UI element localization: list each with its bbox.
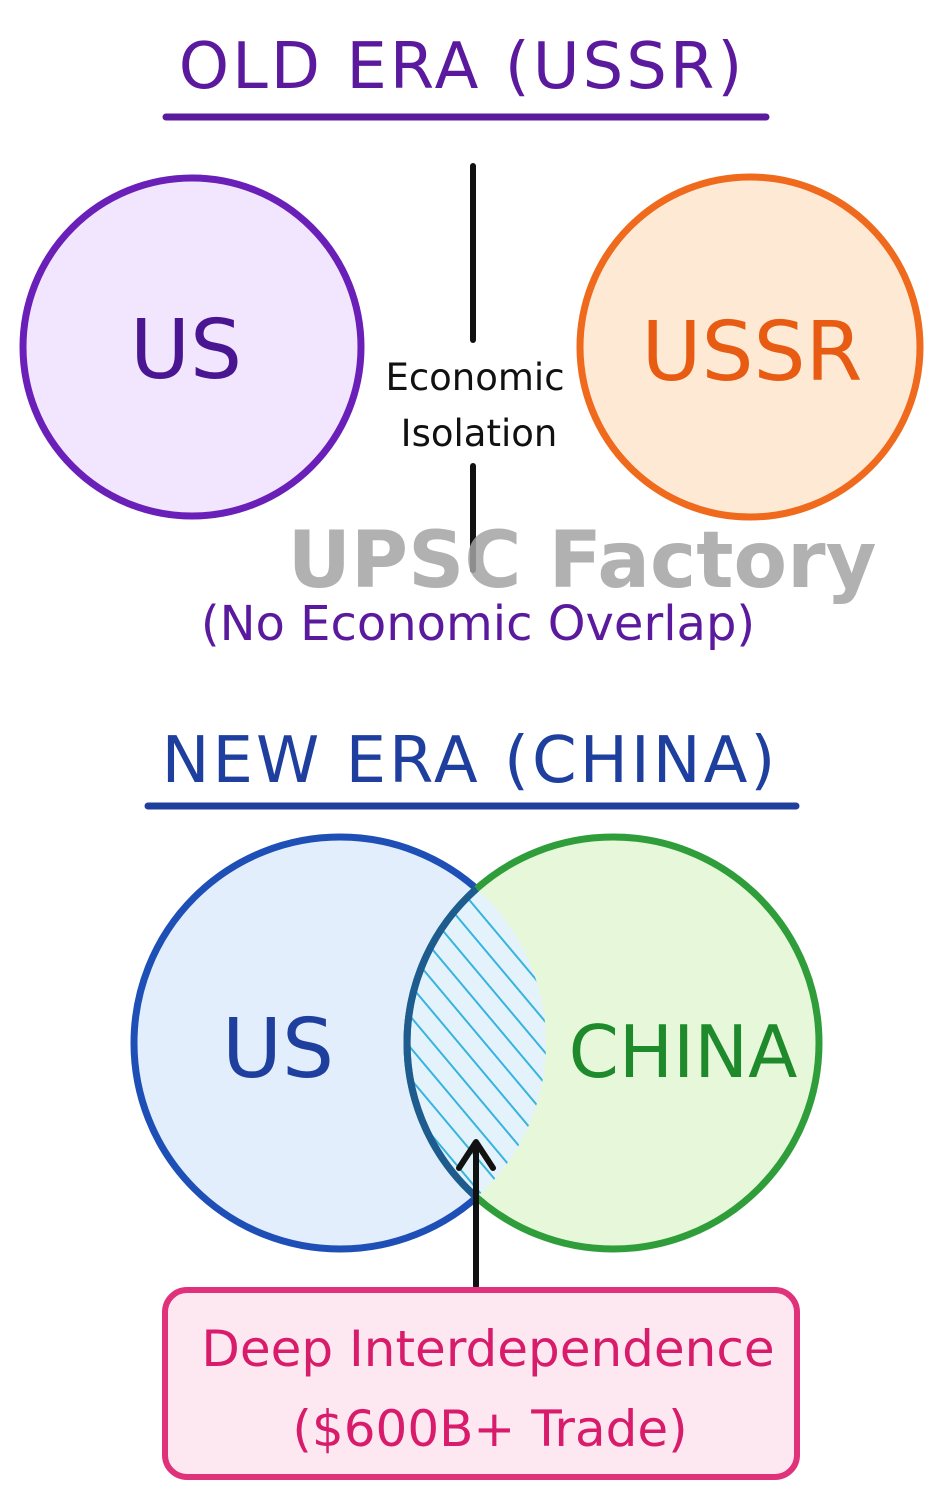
new-era-title: NEW ERA (CHINA) xyxy=(162,724,779,798)
overlap-region xyxy=(403,837,546,1249)
us-old-circle xyxy=(19,174,365,520)
old-era-title: OLD ERA (USSR) xyxy=(179,30,746,104)
us-new-label: US xyxy=(222,1002,334,1097)
isolation-label-line1: Economic xyxy=(385,356,564,399)
callout-line1: Deep Interdependence xyxy=(201,1320,774,1378)
no-overlap-note: (No Economic Overlap) xyxy=(201,596,755,652)
us-old-label: US xyxy=(130,303,242,398)
isolation-label-line2: Isolation xyxy=(401,412,558,455)
interdependence-arrow xyxy=(456,1139,496,1289)
ussr-label: USSR xyxy=(641,305,862,400)
interdependence-callout xyxy=(162,1287,800,1480)
ussr-circle xyxy=(576,173,924,521)
watermark-text: UPSC Factory xyxy=(288,516,877,606)
callout-line2: ($600B+ Trade) xyxy=(292,1400,687,1458)
china-label: CHINA xyxy=(569,1010,798,1094)
